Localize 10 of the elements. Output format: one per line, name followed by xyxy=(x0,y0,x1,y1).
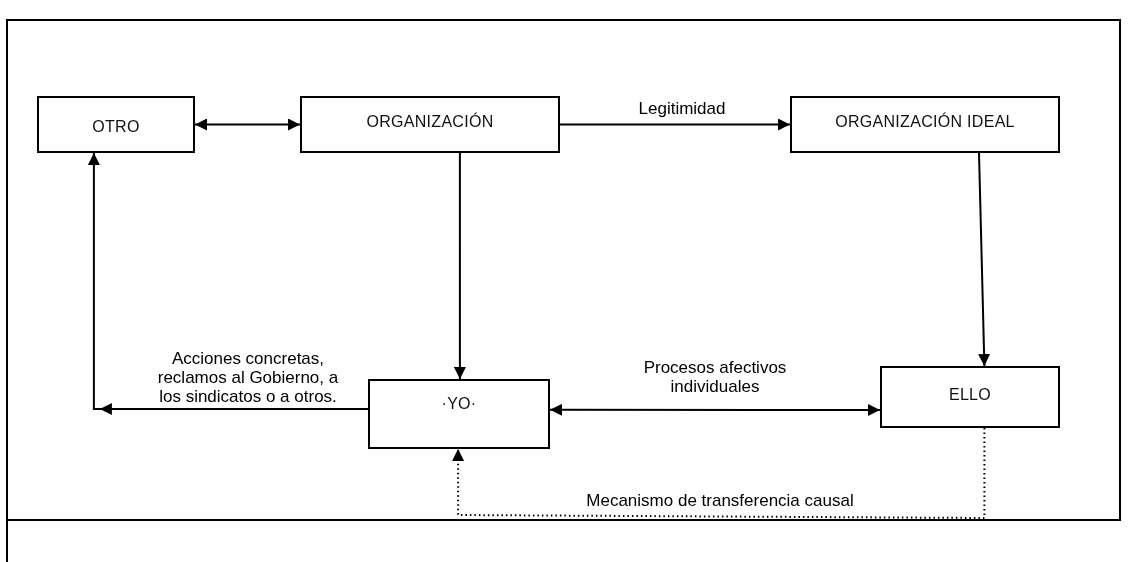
box-label: OTRO xyxy=(92,118,140,136)
concept-box xyxy=(300,96,560,153)
concept-box xyxy=(790,96,1060,153)
concept-box xyxy=(368,379,550,449)
concept-box xyxy=(37,96,195,153)
box-label: ORGANIZACIÓN IDEAL xyxy=(835,113,1015,131)
box-label: ORGANIZACIÓN xyxy=(366,113,494,131)
concept-box xyxy=(880,366,1060,428)
box-label: ·YO· xyxy=(441,395,477,413)
box-label: ELLO xyxy=(948,386,992,404)
